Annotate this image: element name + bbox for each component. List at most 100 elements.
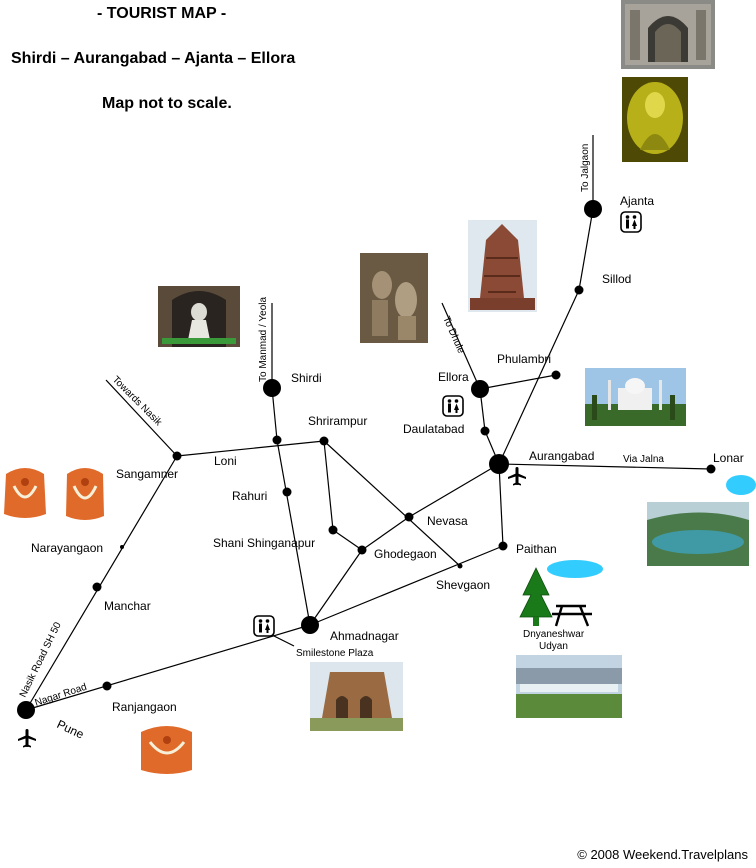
photo-jayakwadi-dam xyxy=(516,655,622,718)
photo-temple xyxy=(468,220,537,312)
marker-narayangaon[interactable] xyxy=(120,545,124,549)
label-sillod: Sillod xyxy=(602,272,631,286)
label-phulambri: Phulambri xyxy=(497,352,551,366)
marker-lonar[interactable] xyxy=(706,464,716,474)
label-dnyaneshwar: Dnyaneshwar xyxy=(523,629,585,640)
label-shani: Shani Shinganapur xyxy=(213,536,315,550)
label-aurangabad: Aurangabad xyxy=(529,449,594,463)
marker-ellora[interactable] xyxy=(471,380,489,398)
marker-ghodegaon[interactable] xyxy=(357,545,367,555)
water-icon xyxy=(547,560,603,578)
label-ajanta: Ajanta xyxy=(620,194,654,208)
marker-aurangabad[interactable] xyxy=(489,454,509,474)
road-network xyxy=(25,135,712,711)
road-sangamner-shrirampur xyxy=(176,440,325,457)
road-nasik-sangamner xyxy=(105,379,178,457)
copyright: © 2008 Weekend.Travelplans xyxy=(577,847,748,862)
label-loni: Loni xyxy=(214,454,237,468)
label-lonar: Lonar xyxy=(713,451,744,465)
label-paithan: Paithan xyxy=(516,542,557,556)
photo-ajanta-cave xyxy=(621,0,715,69)
marker-sillod[interactable] xyxy=(574,285,584,295)
label-daulatabad: Daulatabad xyxy=(403,422,464,436)
label-nevasa: Nevasa xyxy=(427,514,468,528)
label-smilestone: Smilestone Plaza xyxy=(296,648,374,659)
road-sangamner-pune xyxy=(25,455,178,711)
marker-ajanta[interactable] xyxy=(584,200,602,218)
marker-nevasa[interactable] xyxy=(404,512,414,522)
label-rahuri: Rahuri xyxy=(232,489,267,503)
road-sillod-aurangabad xyxy=(498,289,580,465)
toilet-icon xyxy=(442,395,464,417)
label-shirdi: Shirdi xyxy=(291,371,322,385)
label-sangamner: Sangamner xyxy=(116,467,178,481)
label-narayangaon: Narayangaon xyxy=(31,541,103,555)
photo-bibi-ka-maqbara xyxy=(585,368,686,426)
label-ellora: Ellora xyxy=(438,370,469,384)
water-icon xyxy=(726,475,756,495)
road-shani-ghodegaon xyxy=(332,529,363,551)
tree-icon xyxy=(519,567,553,626)
photo-ajanta-painting xyxy=(622,77,688,162)
map-title: - TOURIST MAP - xyxy=(97,5,227,22)
road-aurangabad-paithan xyxy=(498,463,504,547)
toilet-icon xyxy=(620,211,642,233)
label-to-manmad: To Manmad / Yeola xyxy=(258,297,269,382)
marker-phulambri[interactable] xyxy=(551,370,561,380)
label-ranjangaon: Ranjangaon xyxy=(112,700,177,714)
photo-ganesh-idol xyxy=(4,468,46,518)
toilet-icon xyxy=(253,615,275,637)
airplane-icon xyxy=(18,729,36,748)
label-nasik-road: Nasik Road SH 50 xyxy=(18,620,64,699)
label-to-jalgaon: To Jalgaon xyxy=(580,144,591,192)
marker-loni[interactable] xyxy=(272,435,282,445)
marker-paithan[interactable] xyxy=(498,541,508,551)
marker-manchar[interactable] xyxy=(92,582,102,592)
label-manchar: Manchar xyxy=(104,599,151,613)
label-nagar-road: Nagar Road xyxy=(34,682,89,709)
label-ghodegaon: Ghodegaon xyxy=(374,547,437,561)
label-udyan: Udyan xyxy=(539,641,568,652)
map-note: Map not to scale. xyxy=(102,95,232,112)
road-shrirampur-shevgaon xyxy=(323,440,461,567)
road-ellora-phulambri xyxy=(479,374,557,390)
road-aurangabad-lonar xyxy=(498,463,712,470)
road-loni-ahmadnagar xyxy=(276,439,311,626)
label-shrirampur: Shrirampur xyxy=(308,414,367,428)
marker-pune[interactable] xyxy=(17,701,35,719)
marker-rahuri[interactable] xyxy=(282,487,292,497)
label-shevgaon: Shevgaon xyxy=(436,578,490,592)
road-ahmadnagar-paithan xyxy=(309,545,504,626)
photo-ellora-sculpture xyxy=(360,253,428,343)
marker-ranjangaon[interactable] xyxy=(102,681,112,691)
label-ahmadnagar: Ahmadnagar xyxy=(330,629,399,643)
label-towards-nasik: Towards Nasik xyxy=(110,374,164,428)
road-nevasa-ghodegaon xyxy=(361,516,410,551)
photo-ganesh-idol xyxy=(66,468,104,520)
photo-chand-bibi-mahal xyxy=(310,662,403,731)
label-to-dhule: To Dhule xyxy=(440,315,466,356)
marker-shevgaon[interactable] xyxy=(457,563,463,569)
road-ajanta-sillod xyxy=(578,208,594,291)
city-markers xyxy=(17,200,716,719)
marker-daulatabad[interactable] xyxy=(480,426,490,436)
photo-ganesh-idol xyxy=(141,726,192,774)
marker-shrirampur[interactable] xyxy=(319,436,329,446)
road-pune-ahmadnagar xyxy=(25,624,311,711)
marker-shirdi[interactable] xyxy=(263,379,281,397)
map-subtitle: Shirdi – Aurangabad – Ajanta – Ellora xyxy=(11,50,296,67)
road-dhule-ellora xyxy=(441,302,481,390)
photo-lonar-lake xyxy=(647,502,749,566)
marker-ahmadnagar[interactable] xyxy=(301,616,319,634)
airplane-icon xyxy=(508,467,526,486)
road-ghodegaon-ahmadnagar xyxy=(309,549,363,626)
label-via-jalna: Via Jalna xyxy=(623,454,664,465)
place-labels: To Jalgaon Ajanta Sillod To Dhule Phulam… xyxy=(18,144,744,742)
photo-shirdi-sai-baba xyxy=(158,286,240,347)
label-pune: Pune xyxy=(55,717,87,742)
marker-sangamner[interactable] xyxy=(172,451,182,461)
road-aurangabad-nevasa xyxy=(408,463,500,518)
marker-shani[interactable] xyxy=(328,525,338,535)
picnic-table-icon xyxy=(552,604,592,627)
